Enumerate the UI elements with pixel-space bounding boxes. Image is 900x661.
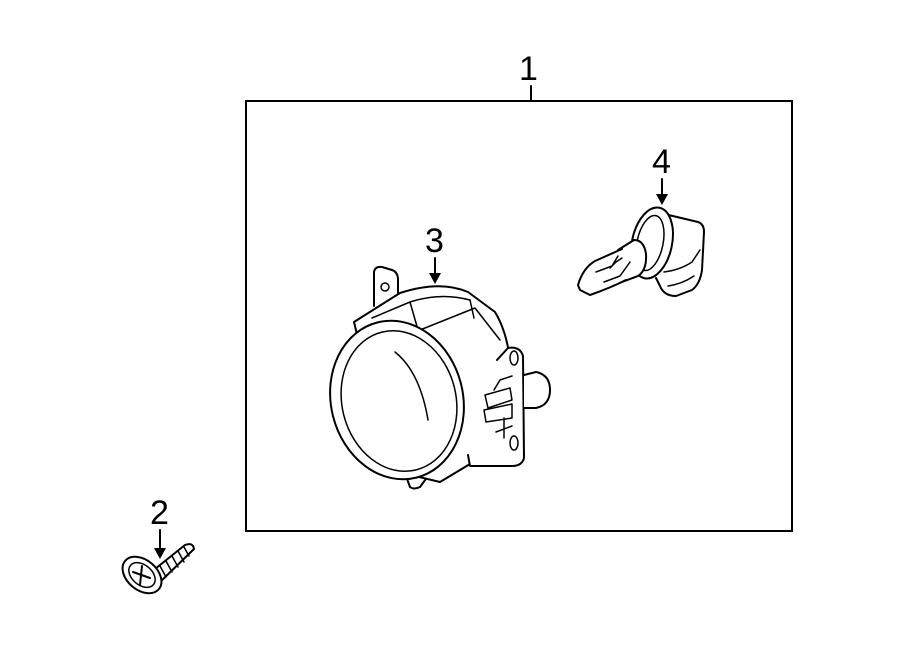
fog-lamp-icon — [329, 265, 551, 490]
callout-4-arrowhead — [656, 194, 668, 205]
callout-4-label: 4 — [652, 143, 671, 181]
callout-1-label: 1 — [519, 50, 538, 88]
callout-3-arrowhead — [429, 273, 441, 284]
callout-1: 1 — [519, 50, 538, 102]
bulb-icon — [577, 206, 705, 297]
callout-3-label: 3 — [425, 222, 444, 260]
callout-3: 3 — [425, 222, 444, 284]
callout-2-arrowhead — [154, 548, 166, 559]
callout-2-label: 2 — [150, 494, 169, 532]
callout-2: 2 — [150, 494, 169, 559]
screw-icon — [121, 543, 195, 595]
callout-4: 4 — [652, 143, 671, 205]
assembly-box — [245, 100, 793, 532]
